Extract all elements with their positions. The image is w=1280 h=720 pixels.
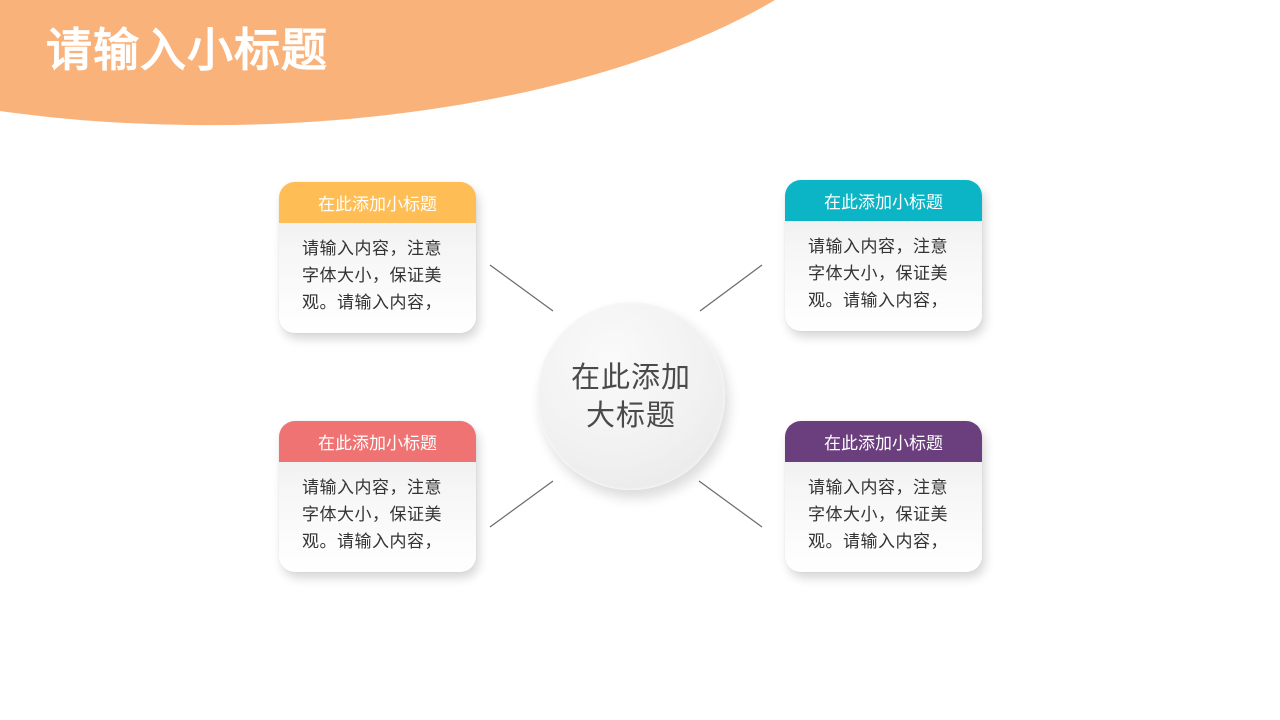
- card-body: 请输入内容，注意 字体大小，保证美 观。请输入内容，: [785, 462, 982, 556]
- card-body-line: 请输入内容，注意: [808, 237, 948, 257]
- card-header: 在此添加小标题: [279, 182, 476, 223]
- card-bottom-right: 在此添加小标题 请输入内容，注意 字体大小，保证美 观。请输入内容，: [785, 421, 982, 572]
- connector-bottom-left: [489, 480, 554, 528]
- connector-top-right: [699, 264, 763, 312]
- card-body: 请输入内容，注意 字体大小，保证美 观。请输入内容，: [279, 462, 476, 556]
- card-body-line: 观。请输入内容，: [808, 291, 948, 311]
- card-header-label: 在此添加小标题: [824, 434, 943, 454]
- card-body-line: 字体大小，保证美: [302, 505, 442, 525]
- card-body-line: 观。请输入内容，: [302, 532, 442, 552]
- card-body-line: 观。请输入内容，: [808, 532, 948, 552]
- center-title-line-2: 大标题: [585, 398, 676, 432]
- card-body-line: 字体大小，保证美: [808, 264, 948, 284]
- card-body-line: 观。请输入内容，: [302, 293, 442, 313]
- card-header: 在此添加小标题: [785, 180, 982, 221]
- card-header-label: 在此添加小标题: [824, 193, 943, 213]
- center-title-line-1: 在此添加: [570, 360, 691, 394]
- card-body: 请输入内容，注意 字体大小，保证美 观。请输入内容，: [279, 223, 476, 317]
- card-body-line: 请输入内容，注意: [302, 478, 442, 498]
- card-body-line: 请输入内容，注意: [302, 239, 442, 259]
- card-bottom-left: 在此添加小标题 请输入内容，注意 字体大小，保证美 观。请输入内容，: [279, 421, 476, 572]
- card-body-line: 请输入内容，注意: [808, 478, 948, 498]
- card-body-line: 字体大小，保证美: [808, 505, 948, 525]
- connector-bottom-right: [698, 480, 763, 528]
- card-body-line: 字体大小，保证美: [302, 266, 442, 286]
- card-header-label: 在此添加小标题: [318, 434, 437, 454]
- card-header: 在此添加小标题: [785, 421, 982, 462]
- card-header: 在此添加小标题: [279, 421, 476, 462]
- page-title: 请输入小标题: [46, 23, 328, 77]
- connector-top-left: [489, 264, 554, 312]
- center-circle: 在此添加 大标题: [537, 302, 725, 490]
- card-header-label: 在此添加小标题: [318, 195, 437, 215]
- card-top-left: 在此添加小标题 请输入内容，注意 字体大小，保证美 观。请输入内容，: [279, 182, 476, 333]
- card-body: 请输入内容，注意 字体大小，保证美 观。请输入内容，: [785, 221, 982, 315]
- card-top-right: 在此添加小标题 请输入内容，注意 字体大小，保证美 观。请输入内容，: [785, 180, 982, 331]
- header-banner-shape: [0, 0, 775, 126]
